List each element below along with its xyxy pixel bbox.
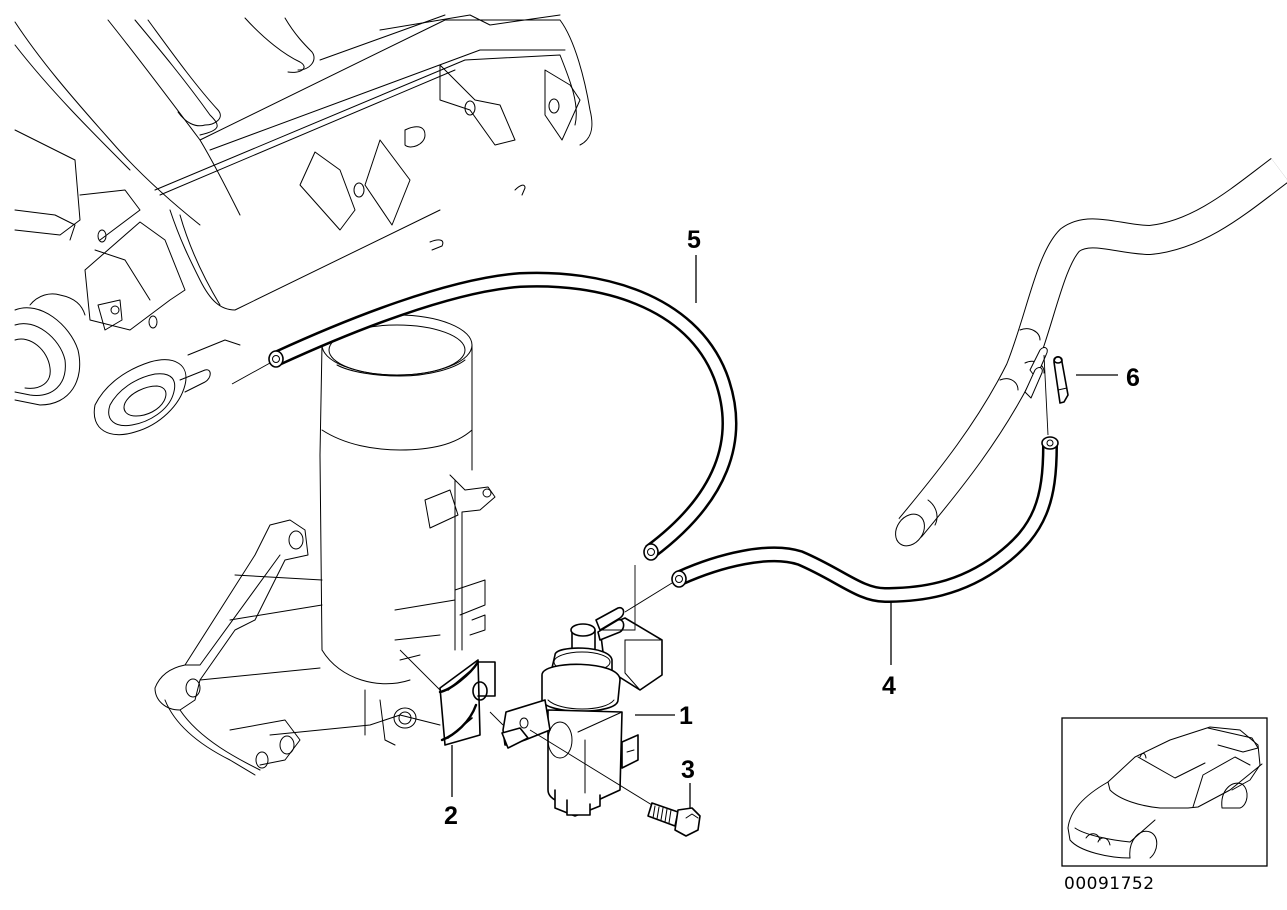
callout-1: 1: [635, 702, 693, 730]
part-6-connector[interactable]: [1053, 355, 1069, 404]
part-4-hose[interactable]: [671, 436, 1059, 603]
callout-5: 5: [687, 226, 701, 303]
vehicle-thumbnail: [1061, 717, 1268, 867]
part-5-hose[interactable]: [268, 271, 738, 561]
callout-3: 3: [681, 756, 695, 808]
callout-6: 6: [1076, 364, 1140, 392]
part-1-pressure-converter[interactable]: [501, 606, 663, 817]
callout-label-1: 1: [679, 702, 693, 730]
callout-2: 2: [444, 745, 458, 830]
part-3-bolt[interactable]: [647, 802, 701, 837]
engine-intake-manifold: [14, 14, 593, 436]
callout-4: 4: [882, 602, 896, 700]
part-2-bracket-clip[interactable]: [438, 659, 496, 746]
car-outline-icon: [1067, 726, 1263, 859]
callout-label-6: 6: [1126, 364, 1140, 392]
callout-label-3: 3: [681, 756, 695, 784]
callout-label-4: 4: [882, 672, 896, 700]
assembly-guide-lines: [231, 354, 1049, 806]
vacuum-line-harness: [895, 158, 1287, 547]
callout-label-2: 2: [444, 802, 458, 830]
callout-label-5: 5: [687, 226, 701, 254]
diagram-reference-number: 00091752: [1064, 874, 1155, 894]
